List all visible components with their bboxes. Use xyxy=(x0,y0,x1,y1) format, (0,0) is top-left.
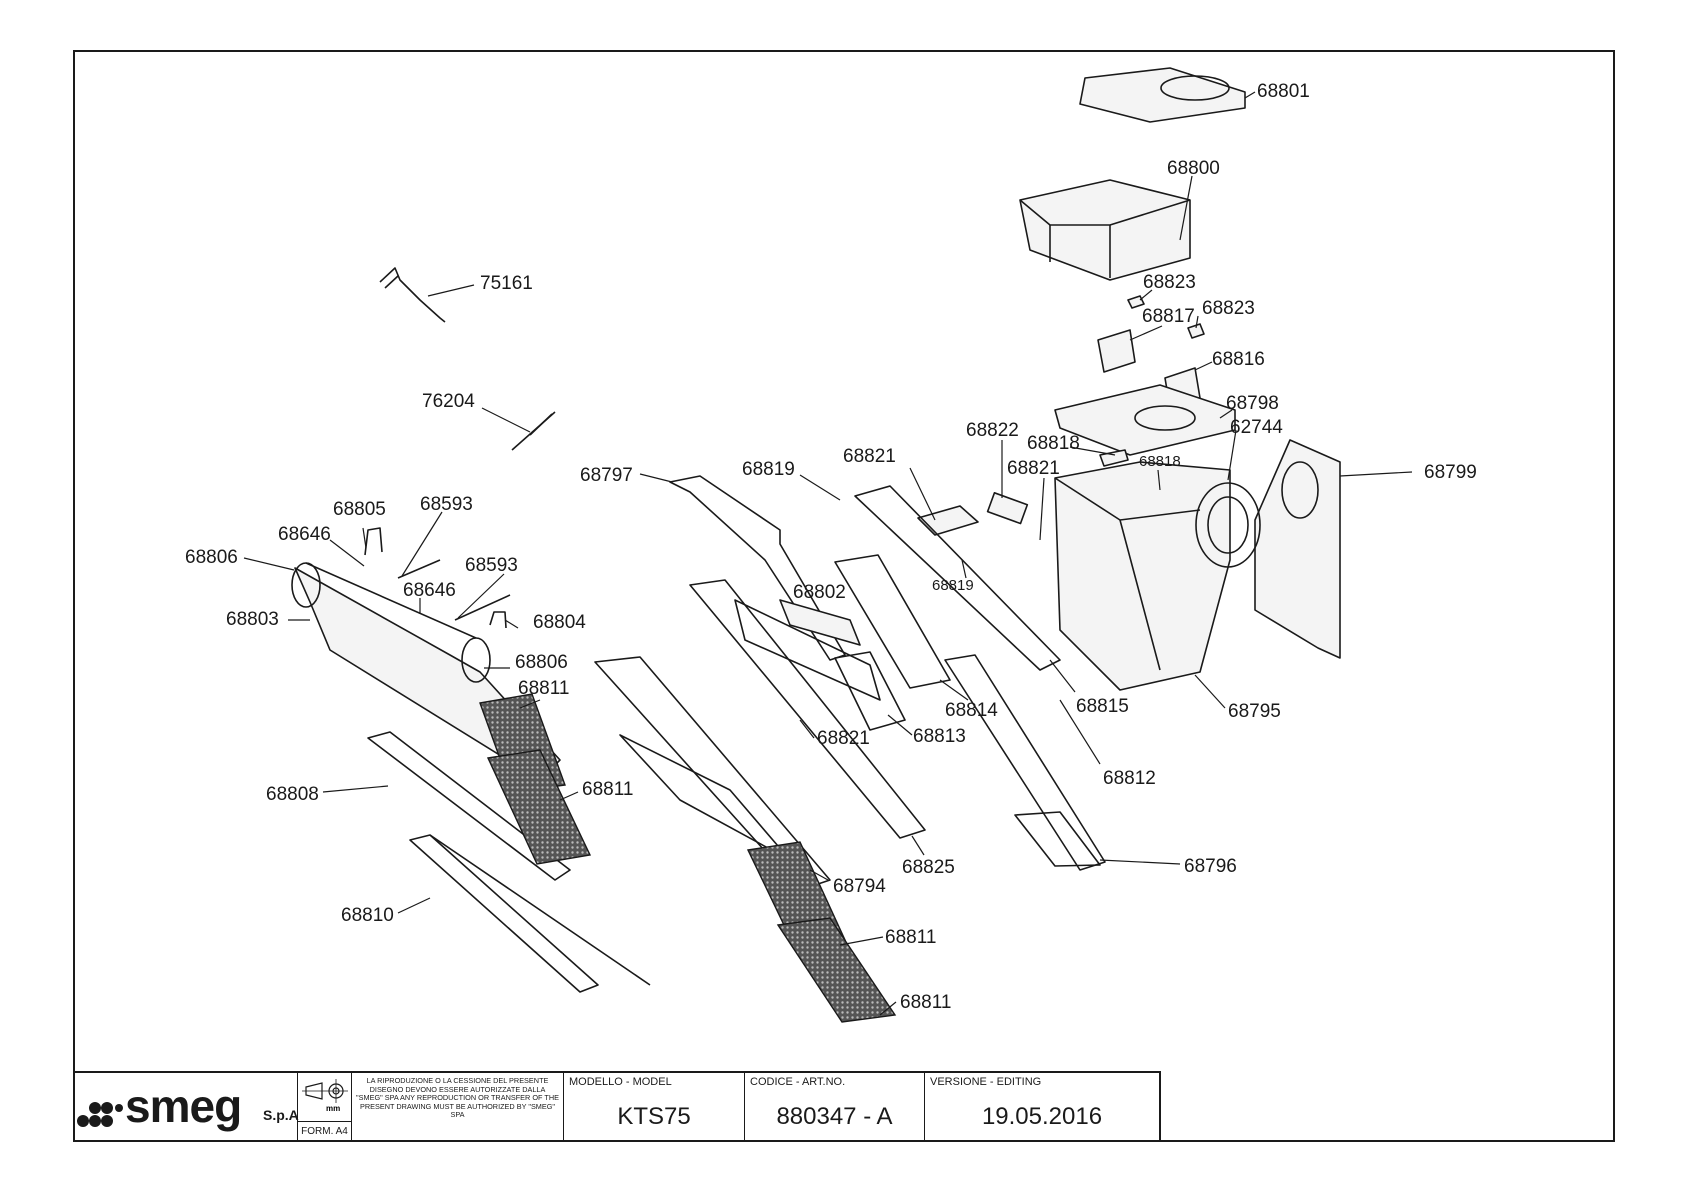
part-68800: 68800 xyxy=(1167,158,1220,179)
part-68811-a: 68811 xyxy=(518,678,569,699)
inner-frame-68814 xyxy=(834,554,951,689)
code-label: CODICE - ART.NO. xyxy=(750,1076,846,1088)
projection-symbol-icon: mm xyxy=(302,1079,348,1113)
drawing-frame xyxy=(73,50,1615,1142)
part-68823-a: 68823 xyxy=(1143,272,1196,293)
part-68646-a: 68646 xyxy=(278,524,331,545)
code-value: 880347 - A xyxy=(776,1103,893,1130)
reproduction-notice: LA RIPRODUZIONE O LA CESSIONE DEL PRESEN… xyxy=(356,1076,559,1120)
wire-hook xyxy=(379,267,446,323)
panel-68808 xyxy=(367,731,571,881)
bracket-68817 xyxy=(1097,329,1136,373)
part-68814: 68814 xyxy=(945,700,998,721)
part-75161: 75161 xyxy=(480,273,533,294)
projection-symbol-cell: mm FORM. A4 xyxy=(298,1073,352,1142)
part-68813: 68813 xyxy=(913,726,966,747)
smeg-logo-dots-icon xyxy=(77,1102,123,1127)
top-cover-plate xyxy=(1079,67,1246,123)
rod-a xyxy=(397,559,441,579)
version-cell: VERSIONE - EDITING 19.05.2016 xyxy=(925,1073,1159,1142)
part-76204: 76204 xyxy=(422,391,475,412)
part-68817: 68817 xyxy=(1142,306,1195,327)
unit-symbol: mm xyxy=(326,1104,340,1113)
grease-filter-d xyxy=(776,917,897,1023)
motor-housing xyxy=(1054,461,1261,691)
part-68646-b: 68646 xyxy=(403,580,456,601)
title-block: smeg S.p.A mm FORM. A4 LA RIPRODUZIONE O… xyxy=(73,1071,1161,1142)
form-size: FORM. A4 xyxy=(298,1121,351,1142)
part-68819-b: 68819 xyxy=(932,577,974,594)
part-62744: 62744 xyxy=(1230,417,1283,438)
part-68803: 68803 xyxy=(226,609,279,630)
part-68806-a: 68806 xyxy=(185,547,238,568)
upper-chimney-box xyxy=(1019,179,1191,281)
part-68798: 68798 xyxy=(1226,393,1279,414)
model-label: MODELLO - MODEL xyxy=(569,1076,672,1088)
front-glass-frame xyxy=(689,579,926,839)
part-68810: 68810 xyxy=(341,905,394,926)
part-68812: 68812 xyxy=(1103,768,1156,789)
part-68821-b: 68821 xyxy=(843,446,896,467)
part-68808: 68808 xyxy=(266,784,319,805)
switch-block xyxy=(986,491,1029,525)
hinge-68805 xyxy=(364,527,383,556)
part-68593-a: 68593 xyxy=(420,494,473,515)
part-68801: 68801 xyxy=(1257,81,1310,102)
clip-a xyxy=(1127,295,1145,309)
logo-suffix: S.p.A xyxy=(263,1107,299,1123)
side-panel-68812 xyxy=(854,485,1061,671)
part-number-labels: 68801 68800 75161 68823 68823 68817 6881… xyxy=(185,81,1477,1013)
part-68811-b: 68811 xyxy=(582,779,633,800)
part-68802: 68802 xyxy=(793,582,846,603)
spacer-68818 xyxy=(1099,449,1129,467)
part-68825: 68825 xyxy=(902,857,955,878)
part-68796: 68796 xyxy=(1184,856,1237,877)
hinge-68804 xyxy=(489,611,507,629)
part-68818-b: 68818 xyxy=(1139,453,1181,470)
part-68805: 68805 xyxy=(333,499,386,520)
upper-front-frame xyxy=(669,475,846,661)
panel-68813 xyxy=(834,651,906,731)
part-68821-a: 68821 xyxy=(1007,458,1060,479)
part-68815: 68815 xyxy=(1076,696,1129,717)
notice-cell: LA RIPRODUZIONE O LA CESSIONE DEL PRESEN… xyxy=(352,1073,564,1142)
part-68797: 68797 xyxy=(580,465,633,486)
grease-filter-b xyxy=(486,749,592,865)
part-68806-b: 68806 xyxy=(515,652,568,673)
part-68819-a: 68819 xyxy=(742,459,795,480)
gas-strut xyxy=(511,411,556,451)
part-68811-c: 68811 xyxy=(885,927,936,948)
part-68795: 68795 xyxy=(1228,701,1281,722)
part-68593-b: 68593 xyxy=(465,555,518,576)
rod-b xyxy=(454,594,511,621)
smeg-logo: smeg xyxy=(125,1080,242,1132)
panel-68810-edge xyxy=(429,834,651,986)
version-label: VERSIONE - EDITING xyxy=(930,1076,1042,1088)
panel-68802 xyxy=(779,599,861,646)
part-68818-a: 68818 xyxy=(1027,433,1080,454)
motor-support-plate xyxy=(1054,384,1236,456)
part-68823-b: 68823 xyxy=(1202,298,1255,319)
control-housing xyxy=(917,505,979,536)
side-panel xyxy=(1254,439,1341,659)
logo-cell: smeg S.p.A xyxy=(73,1073,299,1142)
part-68821-c: 68821 xyxy=(817,728,870,749)
part-68811-d: 68811 xyxy=(900,992,951,1013)
part-68822: 68822 xyxy=(966,420,1019,441)
model-value: KTS75 xyxy=(617,1103,691,1130)
version-value: 19.05.2016 xyxy=(981,1103,1103,1130)
part-68804: 68804 xyxy=(533,612,586,633)
bottom-frame xyxy=(944,654,1106,871)
part-68816: 68816 xyxy=(1212,349,1265,370)
leader-lines xyxy=(243,91,1413,1016)
model-cell: MODELLO - MODEL KTS75 xyxy=(564,1073,745,1142)
panel-68810 xyxy=(409,834,599,993)
code-cell: CODICE - ART.NO. 880347 - A xyxy=(745,1073,925,1142)
part-68799: 68799 xyxy=(1424,462,1477,483)
part-68794: 68794 xyxy=(833,876,886,897)
